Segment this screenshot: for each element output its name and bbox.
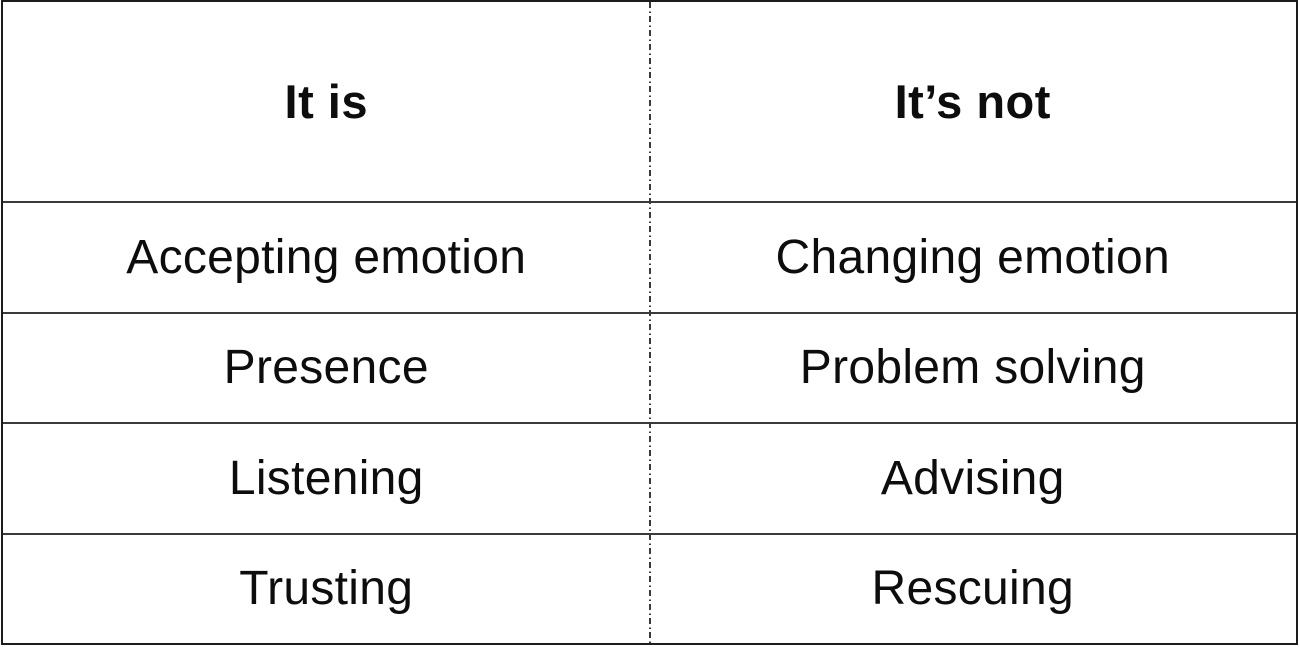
column-header-it-is: It is bbox=[284, 75, 368, 128]
table-row: Accepting emotion Changing emotion bbox=[3, 201, 1296, 312]
cell-its-not: Rescuing bbox=[871, 562, 1074, 616]
column-header-its-not: It’s not bbox=[894, 75, 1051, 128]
header-row: It is It’s not bbox=[3, 2, 1296, 201]
cell-its-not: Problem solving bbox=[799, 341, 1146, 395]
cell-it-is: Trusting bbox=[239, 562, 414, 616]
table-row: Trusting Rescuing bbox=[3, 532, 1296, 644]
cell-its-not: Advising bbox=[880, 451, 1065, 505]
cell-it-is: Accepting emotion bbox=[126, 230, 527, 284]
cell-it-is: Presence bbox=[223, 341, 429, 395]
cell-it-is: Listening bbox=[228, 451, 424, 505]
cell-its-not: Changing emotion bbox=[775, 230, 1170, 284]
table-row: Presence Problem solving bbox=[3, 311, 1296, 423]
table-row: Listening Advising bbox=[3, 422, 1296, 533]
